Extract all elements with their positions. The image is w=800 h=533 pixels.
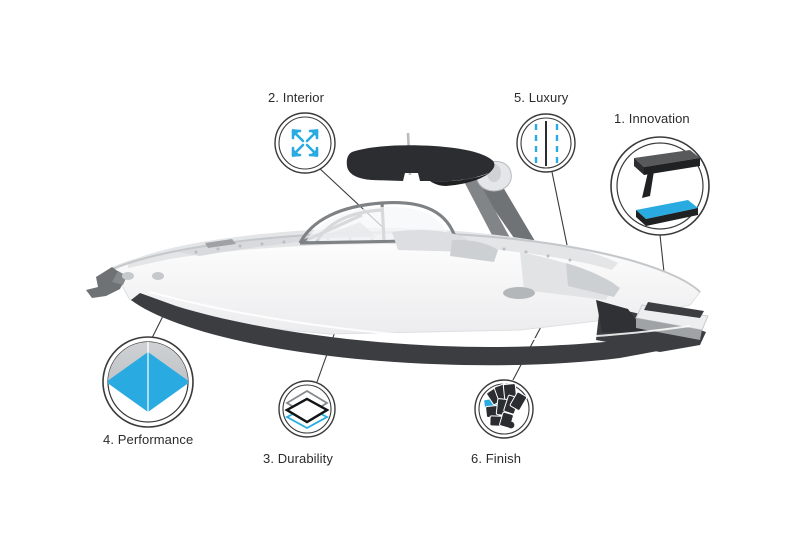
panel-top-edge-left [634,158,644,175]
cockpit-rear-seat [450,239,498,262]
hull-diamond-icon [108,342,188,420]
layer-middle-outline [284,397,330,424]
hull-vent [503,287,535,299]
hull-bottom-stripe [131,293,704,366]
bimini-shadow [430,168,493,186]
swatch-7 [509,391,528,411]
callout-label-durability: 3. Durability [263,451,333,466]
panel-top-face [634,150,700,167]
callout-performance[interactable] [102,336,194,428]
aft-panel-shade [566,263,620,297]
stitching-icon [534,121,559,166]
callout-interior[interactable] [274,112,336,174]
callout-circle-inner-interior [278,116,332,170]
swatch-pivot [507,421,515,429]
color-swatch-fan-icon [483,383,528,429]
deck-edge-band [128,227,618,270]
panel-bottom-face [636,200,698,219]
callout-label-interior: 2. Interior [268,90,325,105]
callout-luxury[interactable] [516,113,576,173]
layered-panel-icon [634,150,700,226]
cockpit-seating [392,230,470,252]
expand-arrow-heads [292,129,318,157]
panel-bottom-edge-left [636,210,646,226]
foredeck-panel [178,232,398,256]
callout-label-innovation: 1. Innovation [614,111,690,126]
bimini-canopy [346,145,495,182]
hull-highlight [149,291,691,341]
bimini-top [346,145,495,186]
callout-label-finish: 6. Finish [471,451,522,466]
bow-porthole-1 [122,272,134,280]
callout-durability[interactable] [278,380,336,438]
callout-innovation[interactable] [610,136,710,236]
panel-top-edge-front [644,158,700,175]
swim-platform-pad [644,302,704,318]
leader-line-luxury [551,171,568,246]
callout-label-performance: 4. Performance [103,432,194,447]
stern-transom-shade [596,300,646,334]
panel-core-web [642,171,654,198]
bow-porthole-2 [152,272,164,280]
panel-bottom-edge-front [646,208,698,226]
callout-finish[interactable] [474,379,534,439]
boat-illustration [86,132,709,366]
callout-label-luxury: 5. Luxury [514,90,569,105]
stacked-layers-icon [284,389,330,430]
bow-cleat [205,239,236,248]
windshield-glass-highlight [318,222,376,238]
